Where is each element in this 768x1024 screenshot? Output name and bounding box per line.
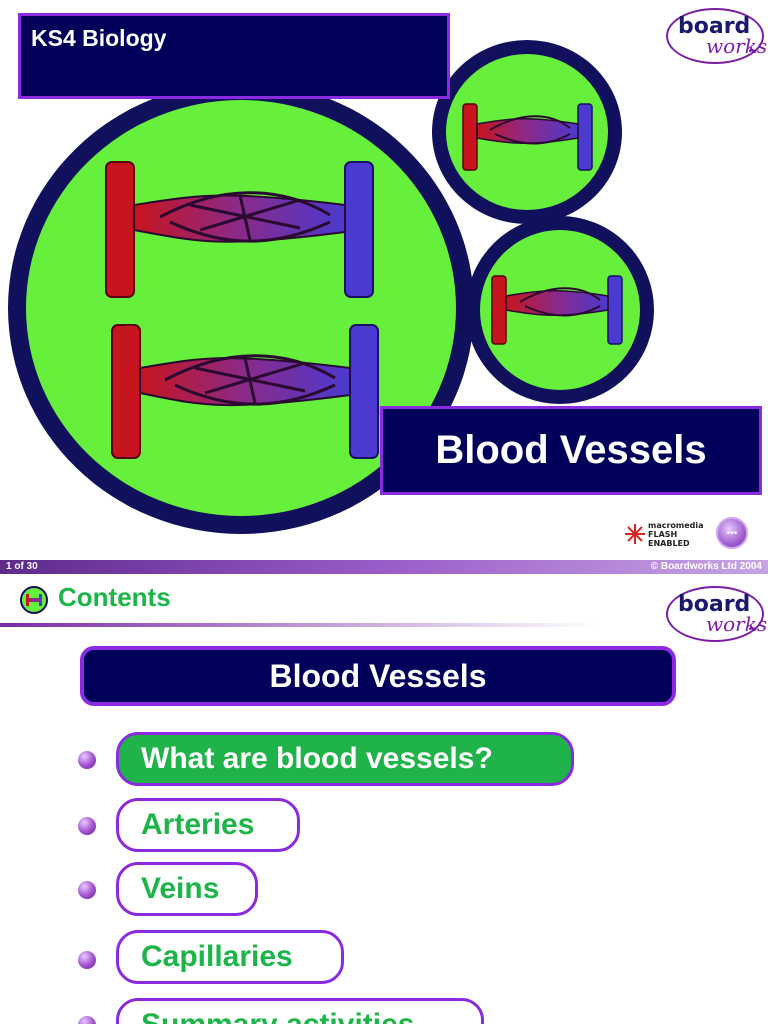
- logo-dots: •••: [748, 46, 756, 57]
- bullet-icon: [78, 951, 96, 969]
- contents-banner: Blood Vessels: [80, 646, 676, 706]
- flash-badge-line2: FLASH: [648, 530, 678, 539]
- menu-item-label: Veins: [141, 872, 220, 905]
- menu-item-what-are-blood-vessels[interactable]: What are blood vessels?: [116, 732, 574, 786]
- logo-word-board: board: [678, 14, 751, 39]
- logo-dots: •••: [748, 624, 756, 635]
- vessel-pair-1: [105, 161, 374, 298]
- flash-starburst-icon: [625, 524, 645, 544]
- banner-title: Blood Vessels: [269, 657, 487, 694]
- contents-vessel-icon: [20, 586, 48, 614]
- bullet-icon: [78, 817, 96, 835]
- heading-underline: [0, 623, 600, 627]
- bullet-icon: [78, 751, 96, 769]
- boardworks-logo: board works •••: [666, 8, 768, 64]
- vessel-pair-3: [462, 103, 593, 171]
- logo-word-board: board: [678, 592, 751, 617]
- slide-title-box: Blood Vessels: [380, 406, 762, 495]
- course-title-box: KS4 Biology: [18, 13, 450, 99]
- menu-item-summary-activities[interactable]: Summary activities: [116, 998, 484, 1024]
- menu-item-label: What are blood vessels?: [141, 742, 493, 775]
- menu-item-label: Arteries: [141, 808, 255, 841]
- contents-heading: Contents: [58, 582, 171, 612]
- boardworks-logo-contents: board works •••: [666, 586, 768, 642]
- menu-item-arteries[interactable]: Arteries: [116, 798, 300, 852]
- next-arrow-icon: •••: [726, 527, 738, 539]
- logo-word-works: works: [706, 612, 768, 636]
- flash-enabled-badge: macromedia FLASH ENABLED: [622, 520, 704, 548]
- title-slide: KS4 Biology Blood Vessels board works ••…: [8, 8, 768, 549]
- slide-title: Blood Vessels: [435, 428, 707, 472]
- flash-badge-line1: macromedia: [648, 521, 704, 530]
- flash-badge-line3: ENABLED: [648, 539, 690, 548]
- vessel-pair-2: [111, 324, 379, 459]
- bullet-icon: [78, 881, 96, 899]
- menu-item-veins[interactable]: Veins: [116, 862, 258, 916]
- page-counter: 1 of 30: [6, 561, 38, 572]
- next-slide-button[interactable]: •••: [716, 517, 748, 549]
- logo-word-works: works: [706, 34, 768, 58]
- course-title: KS4 Biology: [31, 25, 167, 51]
- copyright-text: © Boardworks Ltd 2004: [650, 561, 762, 572]
- menu-item-capillaries[interactable]: Capillaries: [116, 930, 344, 984]
- menu-item-label: Capillaries: [141, 940, 293, 973]
- bullet-icon: [78, 1016, 96, 1024]
- vessel-pair-4: [491, 275, 623, 345]
- contents-slide: Contents board works ••• Blood Vessels W…: [0, 574, 768, 1024]
- capillary-network-illustration: [105, 103, 623, 459]
- menu-item-label: Summary activities: [141, 1008, 414, 1024]
- slide-footer-strip: 1 of 30 © Boardworks Ltd 2004: [0, 560, 768, 574]
